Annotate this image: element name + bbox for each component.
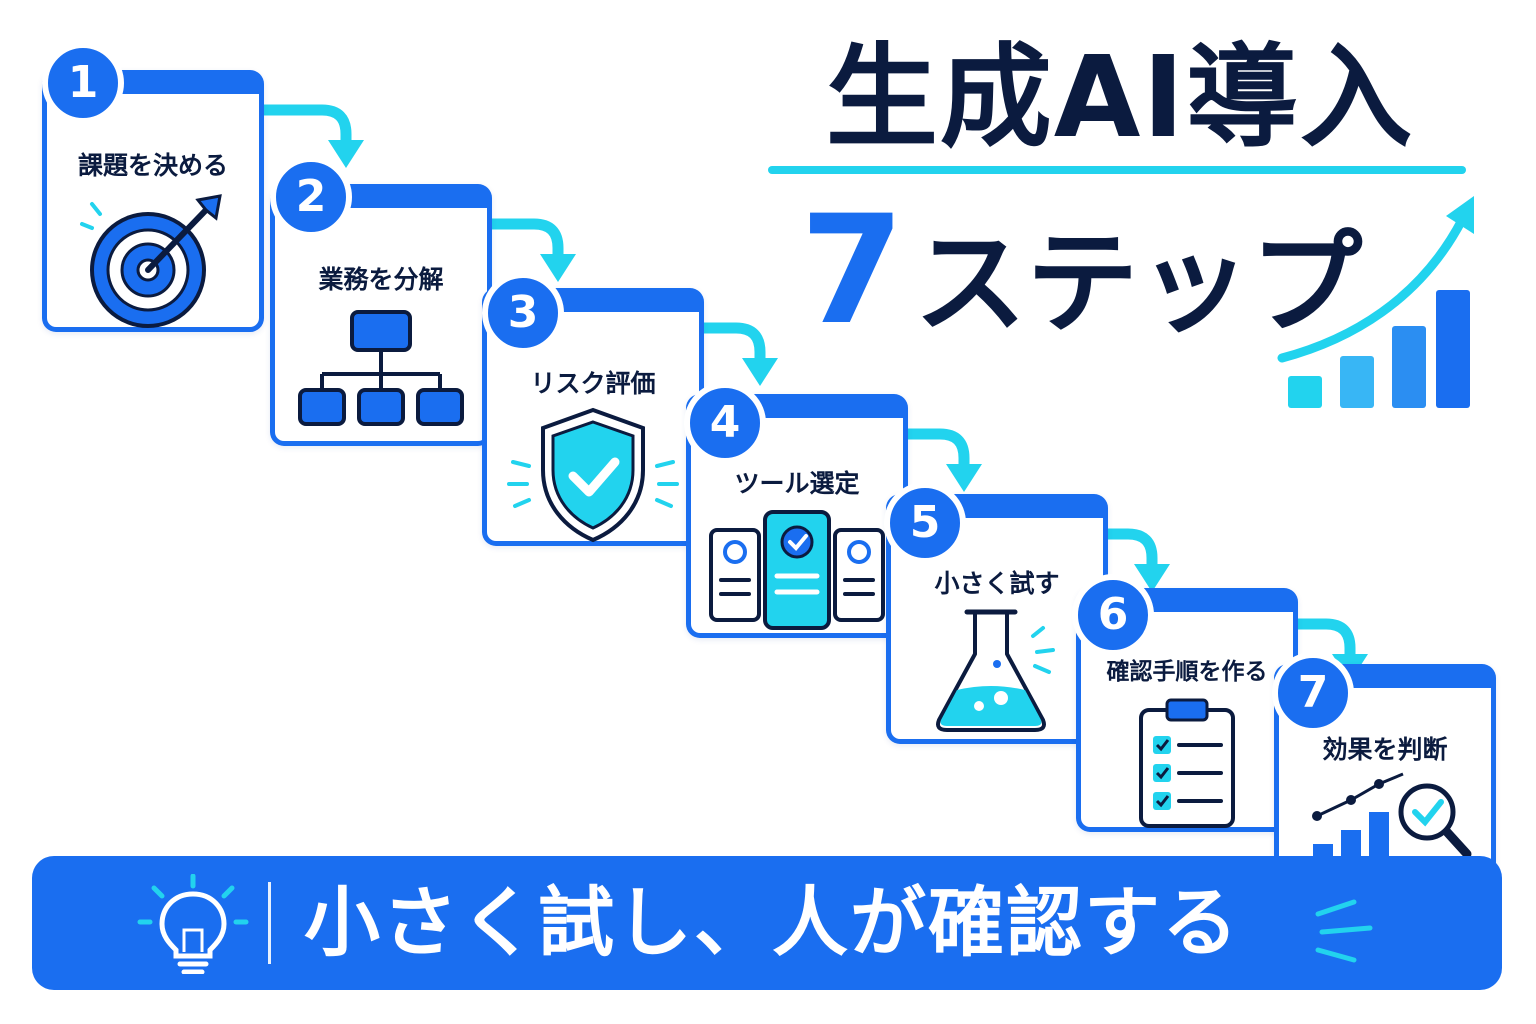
clipboard-checklist-icon <box>1081 692 1293 832</box>
shield-check-icon <box>487 404 699 544</box>
step-badge-6: 6 <box>1072 574 1154 656</box>
org-chart-icon <box>275 304 487 434</box>
step-label: リスク評価 <box>530 369 656 398</box>
step-label: 確認手順を作る <box>1106 659 1268 685</box>
step-badge-7: 7 <box>1272 652 1354 734</box>
title-underline <box>768 166 1466 174</box>
step-card-5: 小さく試す <box>886 494 1108 744</box>
lightbulb-icon <box>128 873 258 975</box>
step-badge-5: 5 <box>884 482 966 564</box>
step-arrow-1 <box>262 96 372 176</box>
banner-text: 小さく試し、人が確認する <box>304 878 1240 967</box>
step-arrow-3 <box>676 314 786 394</box>
subtitle-number: 7 <box>800 184 905 358</box>
tool-cards-icon <box>691 502 903 632</box>
growth-chart-icon <box>1270 190 1490 420</box>
page-title: 生成AI導入 <box>825 33 1415 163</box>
flask-icon <box>891 602 1103 742</box>
banner-divider <box>268 882 271 964</box>
step-label: 課題を決める <box>77 151 228 180</box>
step-arrow-4 <box>880 420 990 500</box>
step-card-6: 確認手順を作る <box>1076 588 1298 832</box>
step-arrow-2 <box>474 210 584 290</box>
step-badge-2: 2 <box>270 156 352 238</box>
page-subtitle: 7ステップ <box>800 196 1362 392</box>
step-label: 小さく試す <box>934 569 1060 598</box>
step-badge-4: 4 <box>684 382 766 464</box>
step-badge-3: 3 <box>482 272 564 354</box>
summary-banner: 小さく試し、人が確認する <box>32 856 1502 990</box>
subtitle-word: ステップ <box>914 219 1363 349</box>
step-badge-1: 1 <box>42 42 124 124</box>
step-label: 効果を判断 <box>1322 735 1448 764</box>
target-arrow-icon <box>47 190 259 330</box>
spark-lines-icon <box>1288 896 1378 966</box>
step-label: 業務を分解 <box>318 265 444 294</box>
step-arrow-5 <box>1068 520 1178 600</box>
step-label: ツール選定 <box>734 469 860 498</box>
